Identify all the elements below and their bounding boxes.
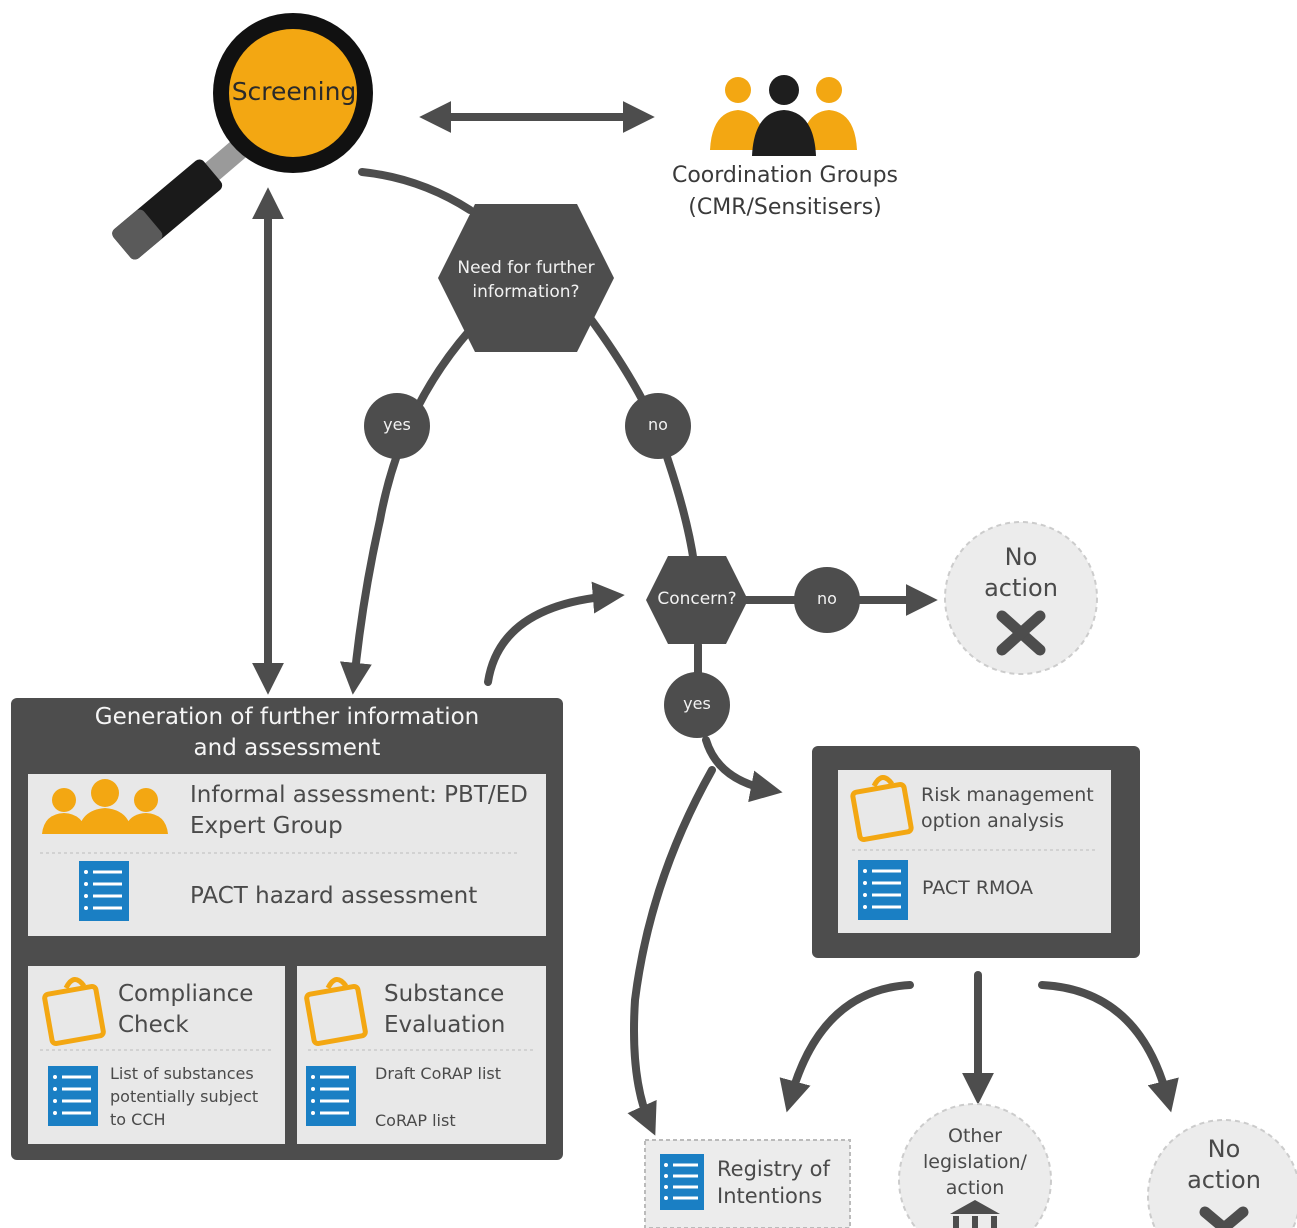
draft-corap-label: Draft CoRAP list <box>375 1064 502 1083</box>
decision-information-line-2: information? <box>472 282 580 302</box>
coordination-line-1: Coordination Groups <box>671 163 898 188</box>
pact-hazard-label: PACT hazard assessment <box>190 883 478 909</box>
arrow-generation-to-concern <box>484 581 625 686</box>
no-action-label-1: No action <box>945 542 1097 604</box>
informal-line-1: Informal assessment: PBT/ED <box>190 782 528 808</box>
compliance-list-line-1: List of substances <box>110 1064 254 1083</box>
list-document-icon <box>858 860 908 920</box>
people-group-icon <box>710 75 857 156</box>
list-document-icon <box>79 861 129 921</box>
list-document-icon <box>660 1154 704 1210</box>
badge-yes-1: yes <box>383 415 411 434</box>
decision-hexagon-concern <box>646 556 748 644</box>
line-decision-yes-branch <box>339 326 474 695</box>
informal-assessment-label: Informal assessment: PBT/ED Expert Group <box>190 780 528 842</box>
no-action-circle-1 <box>944 521 1098 675</box>
screening-label: Screening <box>231 77 357 106</box>
magnifier-icon <box>112 13 373 260</box>
no-action-circle-2 <box>1147 1119 1297 1228</box>
list-document-icon <box>48 1066 98 1126</box>
compliance-list-label: List of substances potentially subject t… <box>110 1062 258 1131</box>
other-legislation-line-2: legislation/ <box>923 1151 1027 1173</box>
generation-title-line-2: and assessment <box>193 735 381 761</box>
registry-line-1: Registry of <box>717 1157 830 1181</box>
generation-title: Generation of further information and as… <box>11 702 563 764</box>
coordination-groups-label: Coordination Groups (CMR/Sensitisers) <box>640 160 930 224</box>
rmoa-label: Risk management option analysis <box>921 782 1094 834</box>
list-document-icon <box>306 1066 356 1126</box>
no-action-2-line-1: No <box>1207 1135 1241 1163</box>
compliance-list-line-2: potentially subject <box>110 1087 259 1106</box>
no-action-1-line-2: action <box>984 574 1058 602</box>
badge-yes-2: yes <box>683 694 711 713</box>
clipboard-icon <box>42 977 106 1047</box>
other-legislation-circle <box>898 1103 1052 1228</box>
line-decision-no-branch <box>586 314 698 567</box>
other-legislation-label: Other legislation/ action <box>899 1123 1051 1201</box>
decision-concern-label: Concern? <box>657 589 737 609</box>
compliance-list-line-3: to CCH <box>110 1110 166 1129</box>
decision-information-label: Need for further information? <box>438 256 614 304</box>
substance-line-2: Evaluation <box>384 1012 506 1038</box>
badge-shapes <box>364 393 860 738</box>
registry-label: Registry of Intentions <box>717 1156 830 1210</box>
coordination-line-2: (CMR/Sensitisers) <box>688 195 882 220</box>
registry-line-2: Intentions <box>717 1184 823 1208</box>
compliance-line-2: Check <box>118 1012 189 1038</box>
badge-no-1: no <box>648 415 668 434</box>
pact-rmoa-label: PACT RMOA <box>922 877 1034 899</box>
generation-title-line-1: Generation of further information <box>94 704 480 730</box>
decision-information-line-1: Need for further <box>457 258 595 278</box>
clipboard-icon <box>304 977 368 1047</box>
no-action-1-line-1: No <box>1004 543 1038 571</box>
compliance-check-label: Compliance Check <box>118 979 253 1041</box>
substance-line-1: Substance <box>384 981 505 1007</box>
decision-hexagon-information <box>438 204 614 352</box>
corap-label: CoRAP list <box>375 1111 456 1130</box>
rmoa-line-1: Risk management <box>921 784 1094 806</box>
arrow-rmoa-left <box>779 981 914 1113</box>
institution-icon <box>950 1200 1000 1228</box>
connector-lines <box>252 101 1179 1136</box>
arrow-to-rmoa <box>702 736 783 803</box>
compliance-line-1: Compliance <box>118 981 254 1007</box>
close-x-icon <box>996 610 1046 656</box>
no-action-2-line-2: action <box>1187 1166 1261 1194</box>
badge-no-2: no <box>817 589 837 608</box>
other-legislation-line-3: action <box>945 1177 1005 1199</box>
no-action-label-2: No action <box>1148 1134 1297 1196</box>
line-screening-to-decision <box>358 168 474 214</box>
substance-evaluation-label: Substance Evaluation <box>384 979 505 1041</box>
informal-line-2: Expert Group <box>190 813 343 839</box>
clipboard-icon <box>850 775 914 843</box>
rmoa-line-2: option analysis <box>921 810 1065 832</box>
close-x-icon <box>1199 1206 1249 1228</box>
arrow-rmoa-right <box>1038 981 1179 1113</box>
other-legislation-line-1: Other <box>948 1125 1002 1147</box>
arrow-to-registry <box>627 766 716 1136</box>
people-group-icon <box>42 779 168 834</box>
